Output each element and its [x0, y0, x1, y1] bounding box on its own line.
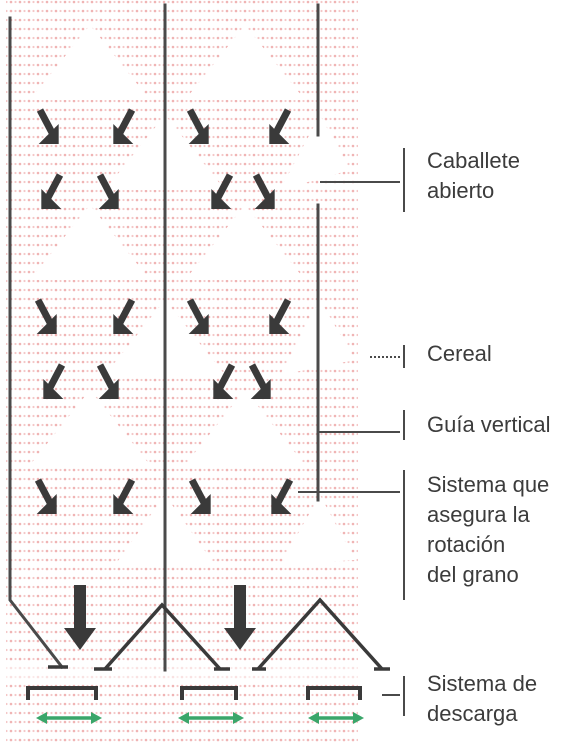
label-cereal-text: Cereal — [427, 341, 492, 366]
label-rotacion-line-4: del grano — [427, 562, 519, 587]
label-guia-text: Guía vertical — [427, 412, 551, 437]
flow-arrow — [43, 363, 66, 399]
left-wall — [8, 16, 65, 670]
flow-arrow — [113, 298, 136, 334]
leader-lines — [298, 148, 405, 716]
flow-arrow — [248, 363, 271, 399]
flow-arrow — [36, 108, 59, 144]
dryer-structure — [8, 3, 320, 672]
flow-arrow — [271, 478, 294, 514]
label-rotacion-line-1: Sistema que — [427, 472, 550, 497]
flow-arrow — [41, 173, 64, 209]
flow-arrow — [252, 173, 275, 209]
flow-arrow — [96, 173, 119, 209]
flow-arrow — [113, 108, 136, 144]
flow-arrow — [186, 298, 209, 334]
label-descarga-line-2: descarga — [427, 701, 518, 726]
flow-arrow — [269, 298, 292, 334]
label-cereal: Cereal — [427, 339, 492, 369]
label-rotacion-line-3: rotación — [427, 532, 506, 557]
main-flow-arrows — [64, 585, 256, 650]
label-sistema-descarga: Sistema de descarga — [427, 669, 537, 729]
hopper-roofs — [48, 597, 390, 671]
label-guia-vertical: Guía vertical — [427, 410, 551, 440]
flow-arrow — [34, 298, 57, 334]
flow-arrow — [34, 478, 57, 514]
flow-arrow — [213, 363, 236, 399]
flow-arrow — [113, 478, 136, 514]
discharge-brackets — [26, 686, 362, 700]
label-caballete-line-1: Caballete — [427, 148, 520, 173]
label-caballete-line-2: abierto — [427, 178, 495, 203]
flow-arrow — [96, 363, 119, 399]
label-caballete-abierto: Caballete abierto — [427, 146, 520, 206]
grain-flow-arrows — [34, 108, 294, 514]
flow-arrow — [188, 478, 211, 514]
flow-arrow — [186, 108, 209, 144]
label-descarga-line-1: Sistema de — [427, 671, 538, 696]
flow-arrow — [269, 108, 292, 144]
label-rotacion-line-2: asegura la — [427, 502, 530, 527]
discharge-arrows — [36, 712, 364, 724]
flow-arrow — [211, 173, 234, 209]
label-sistema-rotacion: Sistema que asegura la rotación del gran… — [427, 470, 549, 590]
